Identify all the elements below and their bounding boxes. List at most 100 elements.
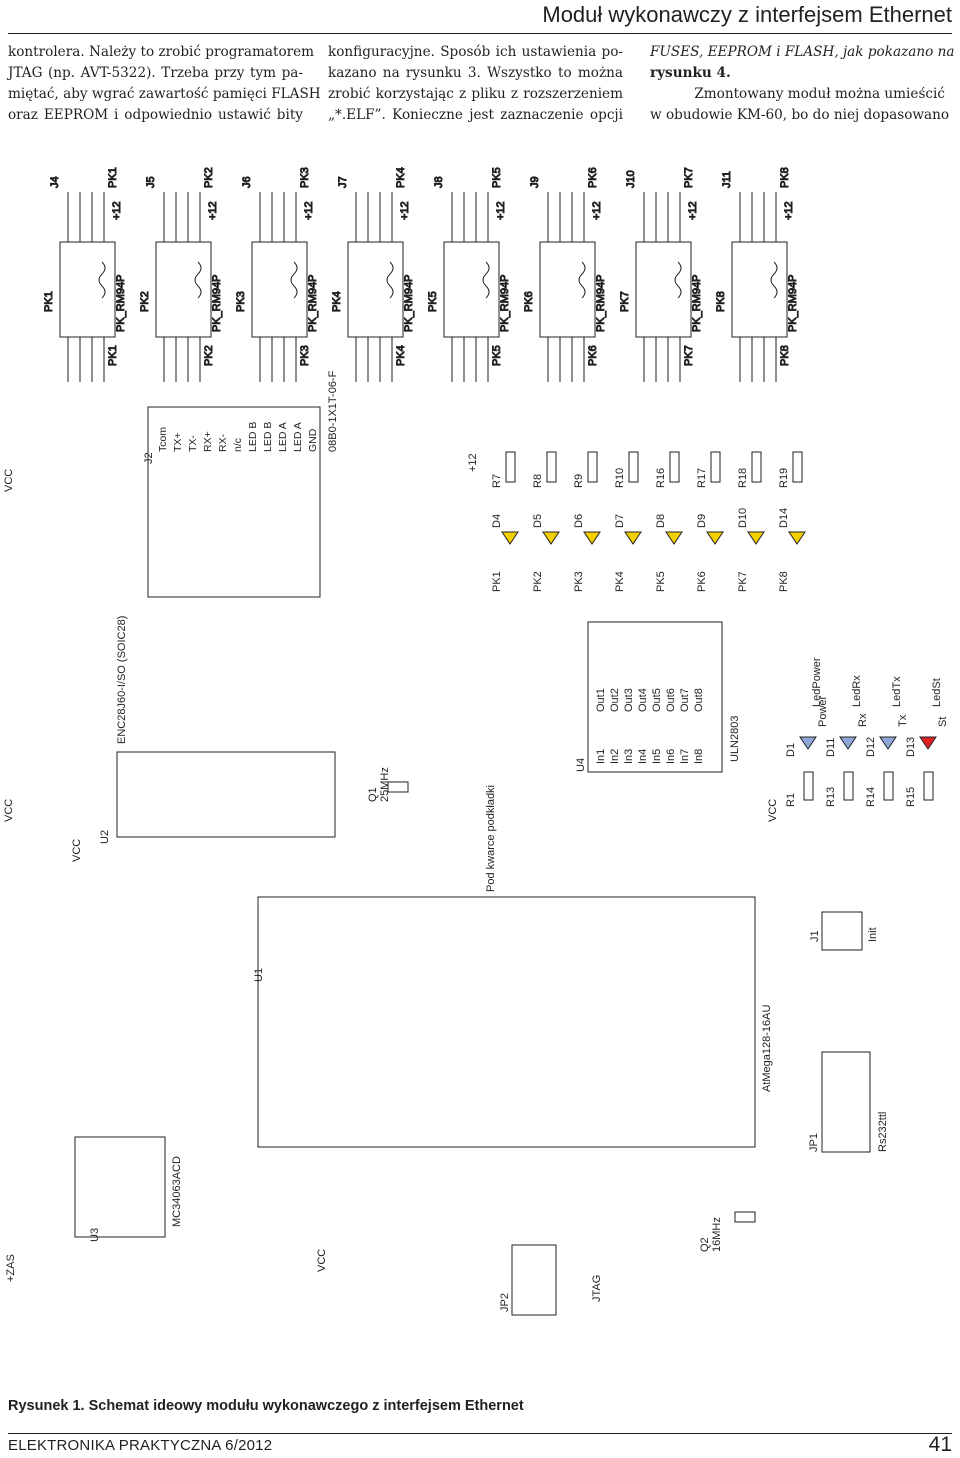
- relay-coil: [290, 261, 298, 299]
- relay-body: [251, 241, 308, 338]
- text-line: zrobić korzystając z pliku z rozszerzeni…: [328, 86, 623, 102]
- rj45-block: [147, 406, 321, 598]
- jack-ref: J9: [529, 176, 541, 188]
- led-indicator-icon: [501, 531, 519, 545]
- jp1-ref: JP1: [808, 1133, 820, 1152]
- status-led-resistor: R1: [785, 793, 797, 807]
- ethernet-controller: [116, 751, 336, 838]
- text-line: rysunku 4.: [650, 65, 731, 81]
- relay-pk-label: PK1: [107, 345, 119, 366]
- relay-pk-label: PK1: [43, 291, 55, 312]
- relay-pk-label: PK6: [523, 291, 535, 312]
- q2-ref: Q2: [699, 1237, 711, 1252]
- q1-body: [387, 781, 409, 793]
- rj45-pin-name: LED A: [277, 422, 289, 452]
- jp2-ref: JP2: [499, 1293, 511, 1312]
- status-led-resistor: R15: [905, 787, 917, 807]
- uln-output: Out3: [623, 688, 635, 712]
- relay-plus12: +12: [303, 201, 315, 220]
- vcc-label: VCC: [3, 799, 15, 822]
- text-column-1: kontrolera. Należy to zrobić programator…: [8, 42, 321, 126]
- vcc-labels: VCC VCC VCC VCC VCC +ZAS +12: [3, 453, 779, 1282]
- led-net-label: PK6: [696, 571, 708, 592]
- vcc-label: VCC: [71, 839, 83, 862]
- led-resistor: [792, 451, 803, 483]
- uln-output: Out7: [679, 688, 691, 712]
- relay-part: PK_RM94P: [691, 275, 703, 332]
- led-ref: D4: [491, 514, 503, 528]
- rj45-pin-name: TX-: [187, 435, 199, 452]
- text-line: oraz EEPROM i odpowiednio ustawić bity: [8, 107, 303, 123]
- rj45-pin-name: n/c: [232, 438, 244, 452]
- led-net-label: PK7: [737, 571, 749, 592]
- led-ref: D5: [532, 514, 544, 528]
- led-resistor: [669, 451, 680, 483]
- uln-input: In1: [595, 749, 607, 764]
- u3-outline: [74, 1136, 166, 1238]
- led-resistor-ref: R9: [573, 474, 585, 488]
- relay-pk-label: PK2: [203, 345, 215, 366]
- rj45-part: 08B0-1X1T-06-F: [327, 370, 339, 452]
- jack-ref: J5: [145, 176, 157, 188]
- relay-pk-label: PK3: [235, 291, 247, 312]
- relay-pk-label: PK4: [395, 345, 407, 366]
- status-led-net: LedPower: [811, 657, 823, 707]
- uln-input: In7: [679, 749, 691, 764]
- led-resistor-ref: R18: [737, 468, 749, 488]
- led-resistor-ref: R10: [614, 468, 626, 488]
- led-indicator-icon: [624, 531, 642, 545]
- status-led-resistor-body: [843, 771, 854, 801]
- led-resistor-ref: R17: [696, 468, 708, 488]
- zas-label: +ZAS: [5, 1254, 17, 1282]
- led-net-label: PK1: [491, 571, 503, 592]
- status-led-icon: [879, 736, 897, 750]
- uln-input: In4: [637, 749, 649, 764]
- jtag-header: [511, 1244, 557, 1316]
- led-indicator-icon: [542, 531, 560, 545]
- relay-pk-label: PK7: [619, 291, 631, 312]
- text-line: w obudowie KM-60, bo do niej dopasowano: [650, 107, 950, 123]
- uln-output: Out6: [665, 688, 677, 712]
- jack-ref: J4: [49, 176, 61, 188]
- crystal-q1: [387, 781, 409, 793]
- rj45-pin-name: LED A: [292, 422, 304, 452]
- relay-part: PK_RM94P: [115, 275, 127, 332]
- relay-pk-label: PK5: [491, 345, 503, 366]
- status-led-net: LedSt: [931, 678, 943, 707]
- rj45-pin-name: LED B: [247, 422, 259, 452]
- u4-part: ULN2803: [729, 716, 741, 762]
- rj45-pin-name: Tcom: [157, 427, 169, 452]
- u3-ref: U3: [89, 1228, 101, 1242]
- relay-plus12: +12: [687, 201, 699, 220]
- q1-ref: Q1: [367, 787, 379, 802]
- relay-plus12: +12: [783, 201, 795, 220]
- led-net-label: PK2: [532, 571, 544, 592]
- relay-pk-label: PK4: [395, 167, 407, 188]
- status-led-name: Rx: [857, 713, 869, 727]
- relay-body: [347, 241, 404, 338]
- led-resistor: [710, 451, 721, 483]
- rj45-pin-name: LED B: [262, 422, 274, 452]
- relay-part: PK_RM94P: [211, 275, 223, 332]
- status-led-resistor: R14: [865, 787, 877, 807]
- relay-coil: [194, 261, 202, 299]
- rj45-outline: [147, 406, 321, 598]
- jtag-label: JTAG: [591, 1275, 603, 1302]
- jack-ref: J10: [625, 170, 637, 188]
- relay-body: [635, 241, 692, 338]
- u2-part: ENC28J60-I/SO (SOIC28): [116, 616, 128, 744]
- relay-pk-label: PK2: [139, 291, 151, 312]
- u4-ref: U4: [575, 758, 587, 772]
- rj45-pin-name: GND: [307, 428, 319, 452]
- jack-ref: J8: [433, 176, 445, 188]
- status-leds: D1PowerLedPowerR1D11RxLedRxR13D12TxLedTx…: [785, 657, 949, 807]
- status-led-ref: D1: [785, 743, 797, 757]
- relay-pk-label: PK2: [203, 167, 215, 188]
- relay-plus12: +12: [591, 201, 603, 220]
- relay-coil: [386, 261, 394, 299]
- uln-input: In3: [623, 749, 635, 764]
- status-led-net: LedTx: [891, 676, 903, 707]
- uln-input: In8: [693, 749, 705, 764]
- relay-coil: [674, 261, 682, 299]
- text-column-2: konfiguracyjne. Sposób ich ustawienia po…: [328, 42, 623, 126]
